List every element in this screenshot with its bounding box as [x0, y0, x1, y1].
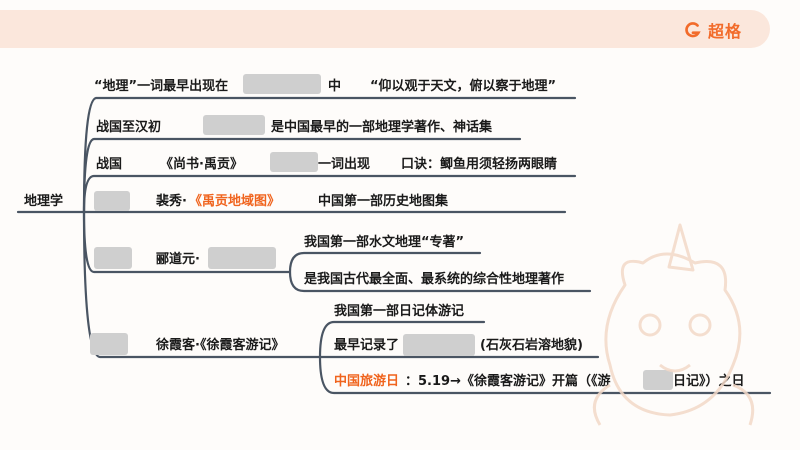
b2-text-b: 是中国最早的一部地理学著作、神话集	[271, 120, 493, 135]
b1-text-a: “地理”一词最早出现在	[94, 79, 229, 94]
brand-name: 超格	[708, 22, 743, 41]
b1-text-b: 中	[328, 79, 342, 94]
b3-text-c: 一词出现	[318, 157, 371, 172]
fill-blank	[94, 191, 130, 211]
fill-blank	[243, 74, 321, 94]
fill-blank	[90, 333, 128, 355]
b5-sub1: 我国第一部水文地理“专著”	[304, 235, 465, 250]
b5-sub2: 是我国古代最全面、最系统的综合性地理著作	[304, 272, 565, 287]
fill-blank	[270, 152, 318, 172]
b6-sub3-highlight: 中国旅游日	[334, 374, 400, 389]
brand-logo-icon	[685, 22, 701, 38]
b3-text-b: 《尚书·禹贡》	[160, 157, 243, 172]
unicorn-mascot-icon	[592, 223, 755, 426]
b3-mnemonic: 口诀：鲫鱼用须轻扬两眼睛	[401, 157, 558, 172]
b6-text-a: 徐霞客·《徐霞客游记》	[156, 338, 285, 353]
root-node: 地理学	[24, 194, 64, 209]
brand-logo: 超格	[684, 18, 742, 42]
b6-sub2-a: 最早记录了	[334, 338, 400, 353]
b6-sub2-b: (石灰石岩溶地貌)	[480, 338, 583, 353]
header-banner-fill	[0, 10, 770, 48]
b6-sub3-text: ：5.19→《徐霞客游记》开篇（《游	[405, 374, 611, 389]
b4-text-c: 中国第一部历史地图集	[318, 194, 449, 209]
b4-highlight: 《禹贡地域图》	[189, 194, 281, 209]
b5-text-a: 郦道元·	[156, 252, 200, 267]
fill-blank	[403, 334, 475, 356]
b2-text-a: 战国至汉初	[96, 120, 162, 135]
b6-sub1: 我国第一部日记体游记	[334, 304, 465, 319]
b4-text-a: 裴秀·	[156, 194, 187, 209]
header-banner	[0, 10, 800, 48]
b3-text-a: 战国	[96, 157, 123, 172]
fill-blank	[643, 370, 673, 390]
b1-quote: “仰以观于天文，俯以察于地理”	[370, 79, 557, 94]
fill-blank	[208, 247, 276, 269]
fill-blank	[94, 247, 132, 269]
fill-blank	[203, 115, 265, 135]
